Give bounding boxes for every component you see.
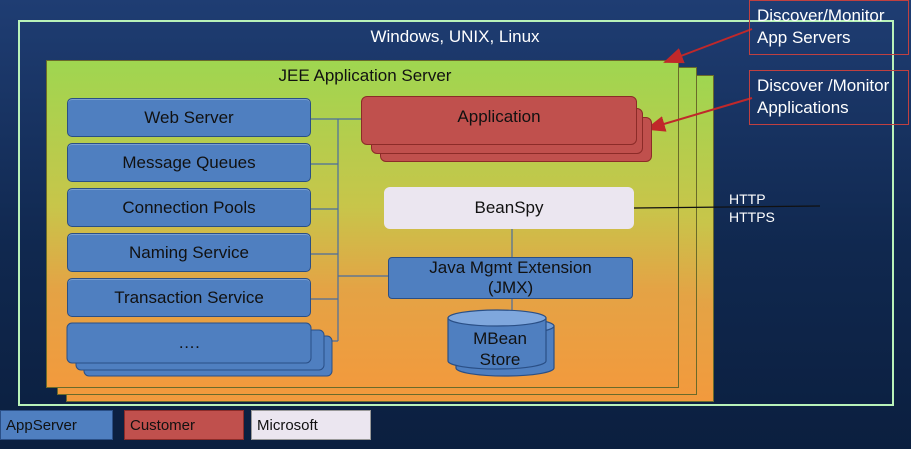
mbean-store-label: MBean Store xyxy=(447,328,553,370)
os-label: Windows, UNIX, Linux xyxy=(370,27,540,46)
mbean-store-line1: MBean xyxy=(473,329,527,348)
legend-customer: Customer xyxy=(124,410,244,440)
connection-pools-box: Connection Pools xyxy=(67,188,311,227)
callout-apps-line1: Discover /Monitor xyxy=(757,76,890,95)
legend-microsoft: Microsoft xyxy=(251,410,371,440)
naming-service-box: Naming Service xyxy=(67,233,311,272)
jmx-label-line1: Java Mgmt Extension xyxy=(429,258,592,277)
web-server-box: Web Server xyxy=(67,98,311,137)
callout-servers-line2: App Servers xyxy=(757,28,851,47)
application-box: Application xyxy=(361,96,637,145)
callout-discover-applications: Discover /Monitor Applications xyxy=(749,70,909,125)
jmx-box: Java Mgmt Extension (JMX) xyxy=(388,257,633,299)
legend-appserver: AppServer xyxy=(0,410,113,440)
mbean-store-line2: Store xyxy=(479,350,521,369)
callout-discover-app-servers: Discover/Monitor App Servers xyxy=(749,0,909,55)
jmx-label-line2: (JMX) xyxy=(487,278,534,297)
callout-apps-line2: Applications xyxy=(757,98,849,117)
os-boundary xyxy=(18,20,894,406)
protocol-labels: HTTP HTTPS xyxy=(729,190,775,226)
https-label: HTTPS xyxy=(729,209,775,225)
transaction-service-box: Transaction Service xyxy=(67,278,311,317)
callout-servers-line1: Discover/Monitor xyxy=(757,6,885,25)
message-queues-box: Message Queues xyxy=(67,143,311,182)
http-label: HTTP xyxy=(729,191,766,207)
beanspy-box: BeanSpy xyxy=(384,187,634,229)
more-services-label: …. xyxy=(178,333,200,352)
app-server-title: JEE Application Server xyxy=(278,66,452,85)
